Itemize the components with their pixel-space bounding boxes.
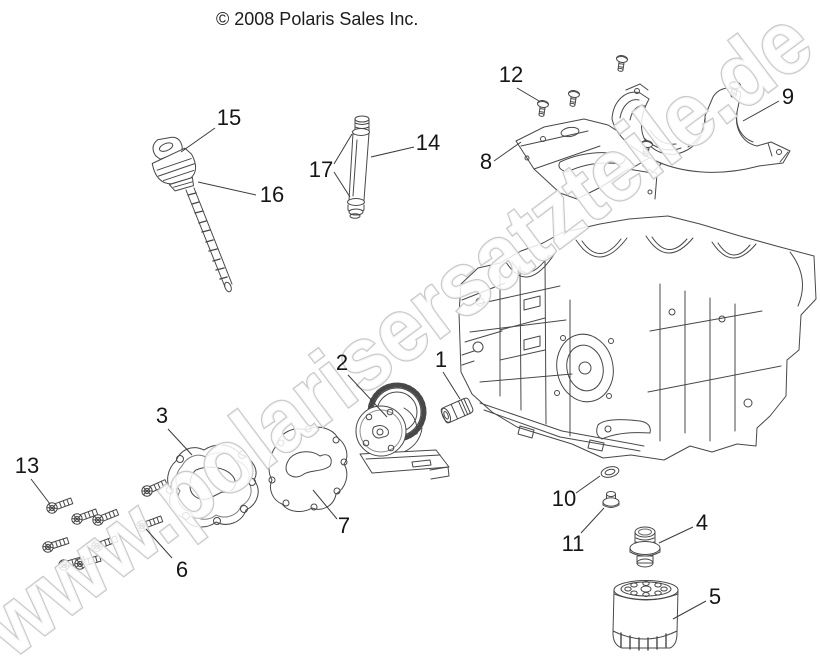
oil-tube-drawing [347,115,370,219]
callout-5: 5 [709,584,721,609]
callout-17: 17 [309,157,333,182]
leader-6 [145,528,173,559]
callout-1: 1 [435,347,447,372]
copyright-text: © 2008 Polaris Sales Inc. [216,9,418,29]
leader-17 [333,133,353,198]
oil-filter-drawing [612,580,679,651]
plug-drawing [602,491,620,508]
bolt-drawing [44,495,75,516]
filter-adapter-drawing [629,526,661,568]
callout-14: 14 [416,130,440,155]
crankcase-drawing [458,215,817,461]
screw-drawing [535,99,550,118]
callout-16: 16 [260,182,284,207]
callout-8: 8 [480,149,492,174]
callout-9: 9 [782,84,794,109]
leader-9 [742,100,780,122]
callout-12: 12 [499,62,523,87]
pump-cover-drawing [166,444,259,528]
screw-drawing [614,54,629,73]
leader-1 [442,371,461,400]
leader-7 [312,489,338,520]
leader-11 [580,507,605,534]
leader-12 [516,87,540,102]
callout-2: 2 [336,350,348,375]
leader-5 [672,600,707,620]
callout-7: 7 [338,513,350,538]
callout-labels: 1 2 3 4 5 6 7 8 9 10 11 12 13 14 15 16 1… [15,62,794,609]
leader-14 [370,146,415,158]
heat-shield-saddle-drawing [611,83,791,173]
callout-11: 11 [562,531,585,556]
callout-6: 6 [176,557,188,582]
washer-drawing [600,466,620,478]
callout-10: 10 [552,486,576,511]
leader-3 [167,428,193,456]
gasket-drawing [268,425,348,512]
callout-leader-lines [30,87,780,620]
fitting-drawing [440,397,474,424]
screw-drawing [566,89,581,108]
leader-8 [493,141,522,162]
dipstick-drawing [151,136,233,293]
callout-15: 15 [217,105,241,130]
leader-2 [347,374,388,418]
leader-15 [180,127,216,153]
callout-13: 13 [15,453,39,478]
leader-4 [658,526,694,544]
callout-3: 3 [156,403,168,428]
leader-13 [30,478,51,505]
diagram-line-art [40,54,817,651]
oil-pump-drawing [355,382,450,480]
leader-10 [575,475,601,494]
leader-16 [197,181,257,196]
callout-4: 4 [696,510,708,535]
